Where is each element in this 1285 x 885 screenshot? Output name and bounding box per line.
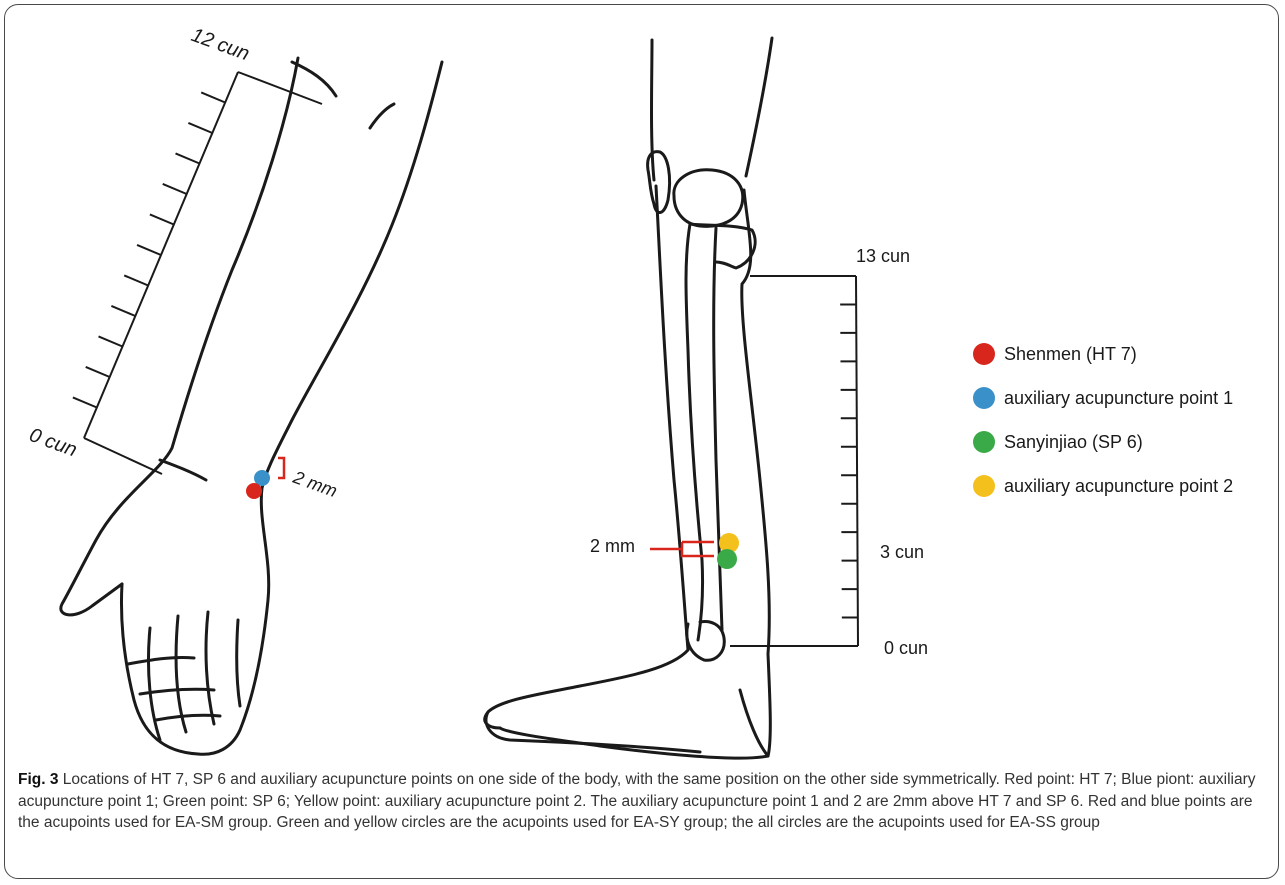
- arm-scale-bottom-leader: [84, 438, 162, 474]
- arm-scale-bottom-label: 0 cun: [26, 424, 80, 461]
- arm-scale-tick: [111, 306, 135, 316]
- leg-scale-ruler: [856, 276, 858, 646]
- legend-label-auxiliary-2: auxiliary acupuncture point 2: [1004, 476, 1233, 496]
- arm-scale-top-leader: [238, 72, 322, 104]
- legend-label-auxiliary-1: auxiliary acupuncture point 1: [1004, 388, 1233, 408]
- sanyinjiao-sp6-dot: [717, 549, 737, 569]
- leg-gap-label: 2 mm: [590, 536, 635, 556]
- leg-scale-top-label: 13 cun: [856, 246, 910, 266]
- palm-crease-3: [156, 715, 220, 720]
- legend-dot-auxiliary-1: [973, 387, 995, 409]
- tibia-head: [690, 224, 755, 268]
- arm-gap-label: 2 mm: [290, 467, 340, 502]
- hand-palm: [122, 584, 199, 754]
- thigh-front: [746, 38, 772, 176]
- ankle-bone: [687, 622, 724, 661]
- patella: [648, 152, 670, 213]
- leg-scale-mid-label: 3 cun: [880, 542, 924, 562]
- thigh-back: [652, 40, 655, 180]
- shoulder-line: [292, 62, 336, 96]
- leg-scale-bottom-label: 0 cun: [884, 638, 928, 658]
- finger-2: [176, 616, 186, 732]
- armpit-line: [370, 104, 394, 128]
- finger-1: [148, 628, 160, 740]
- arm-scale-top-label: 12 cun: [188, 24, 252, 65]
- arm-illustration: [61, 58, 442, 754]
- heel-line: [740, 690, 768, 756]
- legend-item-sanyinjiao: Sanyinjiao (SP 6): [973, 431, 1143, 453]
- wrist-crease: [160, 460, 206, 480]
- arm-scale-tick: [201, 92, 225, 102]
- arm-scale-tick: [150, 214, 174, 224]
- arm-scale-ticks: [73, 92, 225, 407]
- legend-dot-auxiliary-2: [973, 475, 995, 497]
- acupoint-figure: 12 cun 0 cun 2 mm 13 cun 3 cun 0 cun 2 m…: [0, 0, 1285, 770]
- palm-crease-1: [128, 657, 194, 664]
- finger-3: [206, 612, 214, 724]
- legend-label-sanyinjiao: Sanyinjiao (SP 6): [1004, 432, 1143, 452]
- arm-gap-bracket: [278, 458, 284, 478]
- figure-caption-text: Locations of HT 7, SP 6 and auxiliary ac…: [18, 771, 1256, 831]
- figure-caption-label: Fig. 3: [18, 771, 58, 788]
- legend-label-shenmen: Shenmen (HT 7): [1004, 344, 1137, 364]
- legend: Shenmen (HT 7) auxiliary acupuncture poi…: [973, 343, 1233, 497]
- legend-dot-sanyinjiao: [973, 431, 995, 453]
- legend-item-auxiliary-2: auxiliary acupuncture point 2: [973, 475, 1233, 497]
- legend-dot-shenmen: [973, 343, 995, 365]
- leg-scale: [730, 276, 858, 646]
- arm-scale-tick: [124, 275, 148, 285]
- arm-scale: [73, 72, 322, 474]
- arm-scale-tick: [176, 153, 200, 163]
- leg-scale-ticks: [840, 304, 858, 617]
- leg-illustration: [485, 38, 772, 758]
- arm-scale-tick: [73, 397, 97, 407]
- arm-scale-tick: [188, 123, 212, 133]
- arm-scale-tick: [163, 184, 187, 194]
- leg-gap-bracket: [650, 542, 714, 556]
- arm-scale-tick: [99, 336, 123, 346]
- figure-caption: Fig. 3 Locations of HT 7, SP 6 and auxil…: [18, 769, 1268, 834]
- shenmen-ht7-dot: [246, 483, 262, 499]
- tibia-bone: [686, 224, 703, 640]
- arm-outer-contour: [198, 62, 442, 754]
- arm-scale-tick: [137, 245, 161, 255]
- arm-scale-tick: [86, 367, 110, 377]
- fibula-bone: [714, 228, 722, 630]
- legend-item-auxiliary-1: auxiliary acupuncture point 1: [973, 387, 1233, 409]
- calf-back: [485, 186, 688, 728]
- finger-4: [237, 620, 240, 706]
- legend-item-shenmen: Shenmen (HT 7): [973, 343, 1137, 365]
- femur-end: [674, 170, 743, 227]
